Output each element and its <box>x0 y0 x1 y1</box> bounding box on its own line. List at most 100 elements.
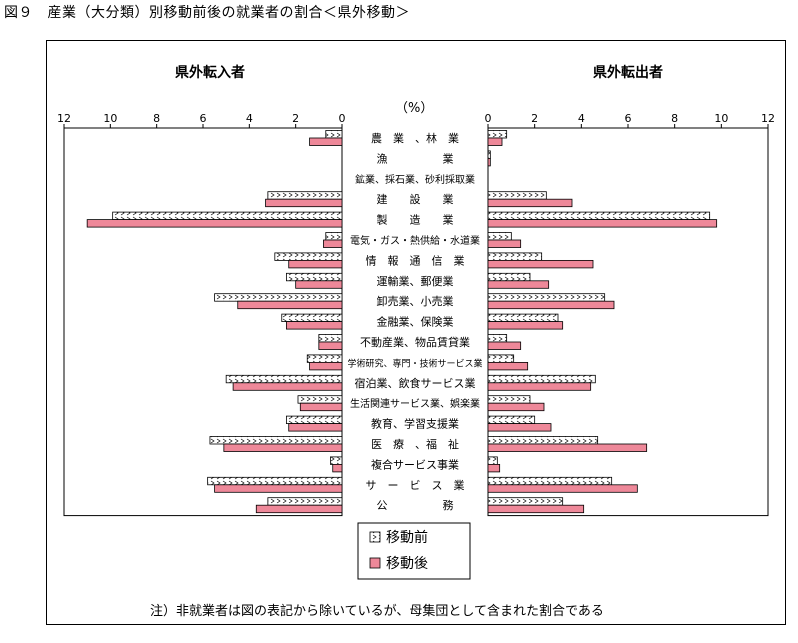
right-bar-after <box>487 341 522 350</box>
category-label: 運輸業、郵便業 <box>377 274 454 288</box>
left-bar-after <box>285 321 343 330</box>
left-bar-after <box>255 504 343 514</box>
left-bar-after <box>309 361 343 371</box>
right-bar-before <box>487 395 531 404</box>
right-bar-after <box>487 300 615 310</box>
right-panel-title: 県外転出者 <box>593 65 663 81</box>
left-bar-after <box>86 219 343 228</box>
left-bar-after <box>223 443 343 452</box>
right-bar-after <box>487 443 648 452</box>
right-bar-after <box>487 402 545 412</box>
right-bar-after <box>487 239 522 248</box>
right-bar-before <box>487 354 515 363</box>
left-bar-before <box>285 272 343 282</box>
right-bar-before <box>487 313 559 323</box>
left-bar-after <box>232 382 343 391</box>
left-bar-before <box>325 130 343 139</box>
right-x-tick-label: 4 <box>578 112 585 125</box>
left-x-tick-label: 2 <box>292 112 299 125</box>
category-label: 教育、学習支援業 <box>371 417 459 431</box>
left-bar-before <box>267 497 343 506</box>
category-label: 電気・ガス・熱供給・水道業 <box>350 234 480 247</box>
left-bar-after <box>332 463 343 473</box>
right-bar-after <box>487 280 550 289</box>
right-bar-before <box>487 456 498 465</box>
right-bar-before <box>487 436 599 445</box>
category-label: 不動産業、物品賃貸業 <box>360 335 470 349</box>
right-bar-before <box>487 293 606 302</box>
legend-label-before: 移動前 <box>386 529 428 546</box>
right-x-tick-label: 2 <box>531 112 538 125</box>
right-bar-before <box>487 130 508 139</box>
category-label: 生活関連サービス業、娯楽業 <box>350 397 480 410</box>
category-label: 漁 業 <box>377 151 454 165</box>
right-bar-after <box>487 219 718 228</box>
category-label: 鉱業、採石業、砂利採取業 <box>355 173 475 186</box>
right-bar-before <box>487 497 564 506</box>
left-bar-after <box>295 280 343 289</box>
left-panel-title: 県外転入者 <box>175 65 245 81</box>
left-bar-after <box>323 239 343 248</box>
category-label: 農 業 、林 業 <box>371 131 459 145</box>
footnote: 注）非就業者は図の表記から除いているが、母集団として含まれた割合である <box>150 604 604 619</box>
unit-label: （%） <box>395 101 434 116</box>
legend-label-after: 移動後 <box>386 556 428 572</box>
right-x-tick-label: 8 <box>671 112 678 125</box>
right-bar-before <box>487 191 547 200</box>
right-bar-after <box>487 157 491 167</box>
left-bar-before <box>214 293 343 302</box>
left-bar-before <box>297 395 343 404</box>
left-x-tick-label: 4 <box>246 112 253 125</box>
right-bar-before <box>487 272 531 282</box>
right-bar-after <box>487 504 585 514</box>
left-bar-before <box>112 211 343 221</box>
left-bar-after <box>309 137 343 146</box>
left-bar-before <box>209 436 343 445</box>
right-bar-after <box>487 321 564 330</box>
legend-swatch-before <box>369 531 381 543</box>
left-bar-before <box>306 354 343 363</box>
right-bar-before <box>487 476 613 486</box>
left-bar-after <box>299 402 343 412</box>
left-bar-after <box>214 484 343 493</box>
left-bar-before <box>281 313 343 323</box>
right-bar-after <box>487 382 592 391</box>
left-bar-after <box>318 341 343 350</box>
category-label: 卸売業、小売業 <box>377 294 454 308</box>
right-bar-after <box>487 463 501 473</box>
category-label: 情 報 通 信 業 <box>366 254 465 267</box>
legend-swatch-after <box>369 557 381 569</box>
left-bar-before <box>325 232 343 241</box>
right-bar-after <box>487 361 529 371</box>
left-bar-after <box>237 300 343 310</box>
left-x-tick-label: 8 <box>153 112 160 125</box>
category-label: 建 設 業 <box>377 192 454 206</box>
figure-title: 図９ 産業（大分類）別移動前後の就業者の割合＜県外移動＞ <box>4 5 410 21</box>
category-label: 学術研究、専門・技術サービス業 <box>347 357 482 369</box>
right-bar-before <box>487 334 508 343</box>
right-bar-after <box>487 198 573 208</box>
category-label: サ ー ビ ス 業 <box>366 479 465 492</box>
right-bar-before <box>487 211 711 221</box>
right-bar-before <box>487 150 491 159</box>
right-bar-before <box>487 252 543 261</box>
category-label: 金融業、保険業 <box>377 315 454 329</box>
right-bar-after <box>487 484 638 493</box>
right-x-tick-label: 10 <box>714 112 728 125</box>
left-bar-after <box>265 198 343 208</box>
right-bar-before <box>487 415 536 425</box>
right-bar-before <box>487 232 512 241</box>
right-x-tick-label: 0 <box>485 112 492 125</box>
chart-frame <box>46 40 786 625</box>
left-bar-after <box>288 423 343 432</box>
right-x-tick-label: 12 <box>761 112 775 125</box>
left-bar-before <box>330 456 343 465</box>
category-label: 複合サービス事業 <box>371 457 459 471</box>
left-x-tick-label: 10 <box>103 112 117 125</box>
left-bar-before <box>274 252 343 261</box>
left-x-tick-label: 6 <box>200 112 207 125</box>
category-label: 製 造 業 <box>377 213 454 227</box>
left-bar-before <box>225 374 343 384</box>
left-bar-before <box>285 415 343 425</box>
left-bar-before <box>207 476 343 486</box>
